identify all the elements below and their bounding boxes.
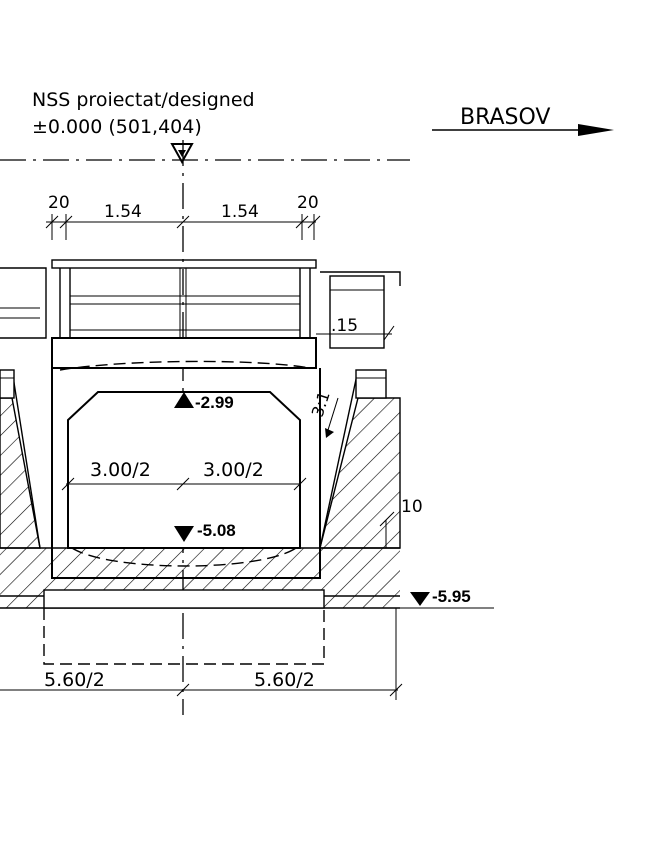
elevation-bottom-inner: -5.08 (197, 521, 236, 540)
direction-label: BRASOV (460, 105, 550, 130)
slope-ratio: 3:1 (308, 389, 334, 419)
elevation-up-icon (174, 392, 194, 408)
dim-inner-left-half: 3.00/2 (90, 459, 151, 481)
left-slope (11, 369, 41, 549)
top-dimension (45, 214, 321, 240)
dim-base-left-half: 5.60/2 (44, 669, 105, 691)
direction-arrow-icon (432, 124, 614, 136)
railing-structure (0, 259, 401, 349)
inner-dimension (61, 477, 307, 491)
level-note-line2: ±0.000 (501,404) (32, 116, 202, 138)
dim-base-right-half: 5.60/2 (254, 669, 315, 691)
elevation-down-icon (174, 526, 194, 542)
dim-ledge: .15 (331, 316, 358, 336)
dim-inner-right-half: 3.00/2 (203, 459, 264, 481)
elevation-excavation: -5.95 (432, 587, 471, 606)
dim-top-left-small: 20 (48, 193, 70, 213)
dim-top-right-half: 1.54 (221, 202, 259, 222)
elevation-top-inner: -2.99 (195, 393, 234, 412)
level-marker-icon (170, 143, 194, 165)
dim-top-right-small: 20 (297, 193, 319, 213)
dim-top-left-half: 1.54 (104, 202, 142, 222)
pavement-layer (0, 369, 387, 399)
box-culvert (43, 337, 325, 609)
dim-side-gap: 10 (401, 497, 423, 517)
slope-arrow-icon (327, 397, 339, 431)
right-slope (319, 369, 359, 549)
elevation-excavation-icon (410, 592, 430, 606)
base-dimension (0, 608, 403, 700)
level-note-line1: NSS proiectat/designed (32, 89, 255, 111)
